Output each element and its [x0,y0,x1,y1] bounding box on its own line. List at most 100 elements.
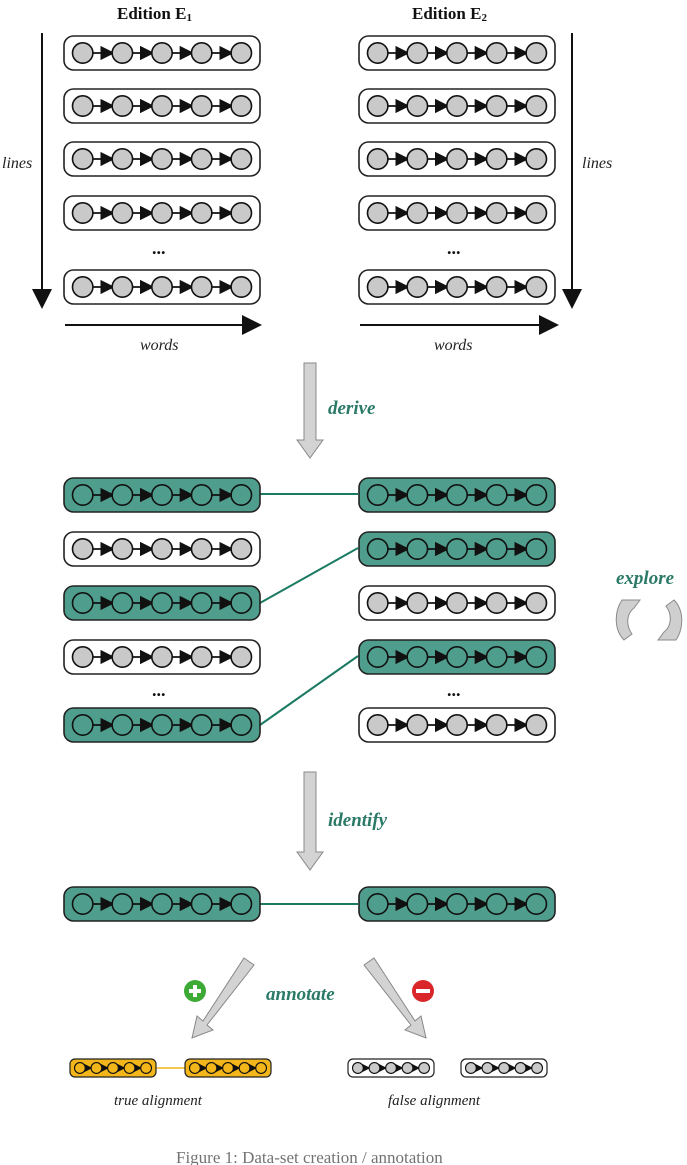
word-node [406,95,429,118]
annotate-arrow-left [191,957,255,1039]
word-node [190,483,213,506]
word-node [406,41,429,64]
word-node [111,41,134,64]
word-node [190,148,213,171]
word-node [485,202,508,225]
ellipsis: ... [447,238,461,258]
word-node [238,1062,251,1074]
word-node [498,1062,510,1074]
word-node [111,275,134,298]
false-alignment-row [460,1058,548,1078]
annotate-arrow-right [363,957,427,1039]
word-node [445,892,468,915]
word-node [71,645,94,668]
word-node [111,645,134,668]
word-node [366,713,389,736]
word-node [485,892,508,915]
word-node [406,483,429,506]
word-node [366,275,389,298]
word-node [445,645,468,668]
word-node [140,1062,153,1074]
word-node [188,1062,201,1074]
word-node [525,275,548,298]
word-node [111,892,134,915]
word-node [230,537,253,560]
word-node [111,537,134,560]
word-node [107,1062,119,1074]
word-node [445,275,468,298]
word-node [230,645,253,668]
word-node [366,892,389,915]
word-node [406,202,429,225]
word-node [385,1062,397,1074]
word-node [525,483,548,506]
word-node [525,645,548,668]
word-node [366,202,389,225]
word-node [445,202,468,225]
word-node [190,713,213,736]
line-row-e1 [63,639,261,675]
words-label-right: words [434,337,473,354]
line-row-e2 [358,707,556,743]
word-node [111,591,134,614]
word-node [366,591,389,614]
word-node [71,202,94,225]
word-node [445,41,468,64]
word-node [406,275,429,298]
word-node [368,1062,381,1074]
step-identify: identify [328,810,388,831]
word-node [151,483,174,506]
minus-icon [412,980,434,1002]
word-node [445,537,468,560]
word-node [151,148,174,171]
word-node [73,1062,86,1074]
line-row-e2 [358,477,556,513]
word-node [406,713,429,736]
word-node [445,483,468,506]
word-node [485,483,508,506]
word-node [71,41,94,64]
line-row-e1 [63,886,261,922]
line-row-e1 [63,585,261,621]
true-alignment-row [184,1058,272,1078]
word-node [90,1062,103,1074]
true-alignment-row [69,1058,157,1078]
word-node [366,95,389,118]
line-row-e2 [358,886,556,922]
word-node [71,95,94,118]
word-node [71,275,94,298]
word-node [123,1062,136,1074]
word-node [406,148,429,171]
word-node [71,892,94,915]
word-node [71,483,94,506]
word-node [485,148,508,171]
word-node [485,275,508,298]
word-node [525,95,548,118]
edition-e1-header: Edition E1 [117,4,192,24]
word-node [151,645,174,668]
line-row-e1 [63,35,261,71]
word-node [222,1062,234,1074]
word-node [111,713,134,736]
cycle-arrows-icon [615,599,683,641]
word-node [366,41,389,64]
plus-icon [184,980,206,1002]
lines-label-right: lines [582,155,612,172]
word-node [255,1062,268,1074]
word-node [464,1062,477,1074]
word-node [418,1062,431,1074]
word-node [190,591,213,614]
word-node [111,95,134,118]
word-node [525,41,548,64]
word-node [525,537,548,560]
line-row-e2 [358,88,556,124]
word-node [230,202,253,225]
derive-arrow [296,362,324,459]
step-derive: derive [328,398,376,419]
word-node [406,591,429,614]
word-node [151,892,174,915]
ellipsis: ... [447,680,461,700]
false-alignment-label: false alignment [388,1093,481,1109]
word-node [151,275,174,298]
word-node [230,148,253,171]
